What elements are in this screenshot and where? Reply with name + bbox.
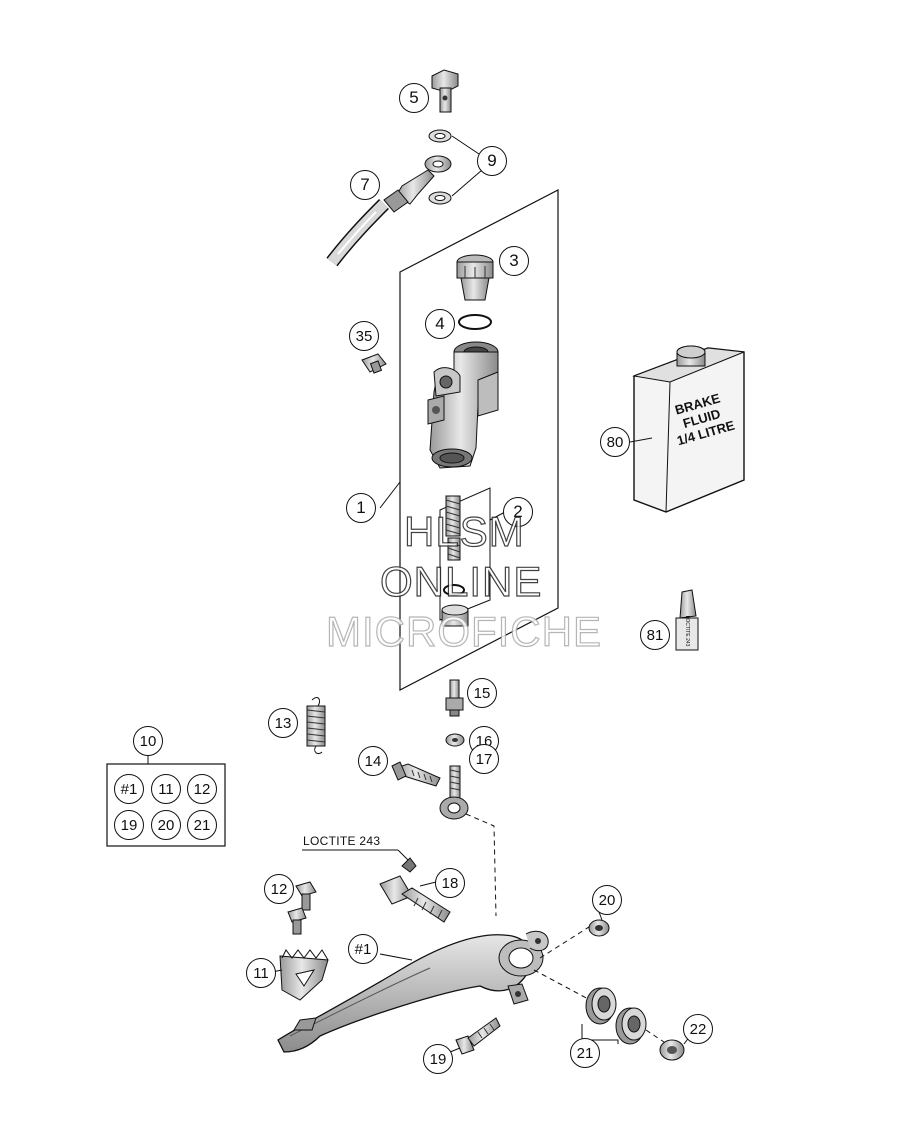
kit-callout-21: 21 <box>187 810 217 840</box>
pedal-nut <box>588 919 610 937</box>
return-spring <box>306 697 326 755</box>
loctite-tube <box>675 589 699 651</box>
master-cylinder-panel <box>399 189 559 691</box>
callout-12: 12 <box>264 874 294 904</box>
tube-label: LOCTITE 243 <box>684 615 690 647</box>
loctite-label: LOCTITE 243 <box>303 834 381 848</box>
footrest-tip <box>279 949 329 1001</box>
watermark-line3: MICROFICHE <box>325 607 602 655</box>
kit-box <box>106 763 226 847</box>
callout-21: 21 <box>570 1038 600 1068</box>
callout-20: 20 <box>592 885 622 915</box>
callout-5: 5 <box>399 83 429 113</box>
small-screw <box>361 353 387 374</box>
callout-3: 3 <box>499 246 529 276</box>
callout-80: 80 <box>600 427 630 457</box>
brake-hose <box>326 155 452 267</box>
callout-1: 1 <box>346 493 376 523</box>
brake-fluid-can <box>632 345 745 513</box>
callout-81: 81 <box>640 620 670 650</box>
brake-pedal <box>277 930 549 1053</box>
o-ring <box>458 314 492 330</box>
callout-2: 2 <box>503 497 533 527</box>
callout-35: 35 <box>349 321 379 351</box>
hex-nut-small <box>445 733 465 747</box>
callout-4: 4 <box>425 309 455 339</box>
kit-callout-19: 19 <box>114 810 144 840</box>
callout-13: 13 <box>268 708 298 738</box>
watermark-line2: ONLINE <box>379 557 543 605</box>
banjo-bolt <box>431 69 459 113</box>
clevis-bolt <box>391 761 441 787</box>
clevis <box>439 765 469 820</box>
piston-kit <box>439 487 491 627</box>
pivot-bolt <box>379 875 451 923</box>
callout-17: 17 <box>469 744 499 774</box>
master-cylinder-body <box>427 341 499 469</box>
callout-11: 11 <box>246 958 276 988</box>
callout-22: 22 <box>683 1014 713 1044</box>
axle-nut <box>659 1039 685 1061</box>
bearings <box>581 987 647 1045</box>
footrest-screws <box>287 881 317 935</box>
callout-15: 15 <box>467 678 497 708</box>
watermark-line1: HLSM <box>403 507 525 555</box>
callout-18: 18 <box>435 868 465 898</box>
reservoir-cap <box>456 254 494 301</box>
kit-callout-20: 20 <box>151 810 181 840</box>
kit-callout-11: 11 <box>151 774 181 804</box>
kit-callout-1: #1 <box>114 774 144 804</box>
callout-19: 19 <box>423 1044 453 1074</box>
pedal-bolt <box>455 1017 501 1055</box>
callout-9: 9 <box>477 146 507 176</box>
callout-pedal: #1 <box>348 934 378 964</box>
bleeder-valve <box>445 679 464 717</box>
callout-14: 14 <box>358 746 388 776</box>
kit-callout-12: 12 <box>187 774 217 804</box>
callout-7: 7 <box>350 170 380 200</box>
callout-10: 10 <box>133 726 163 756</box>
